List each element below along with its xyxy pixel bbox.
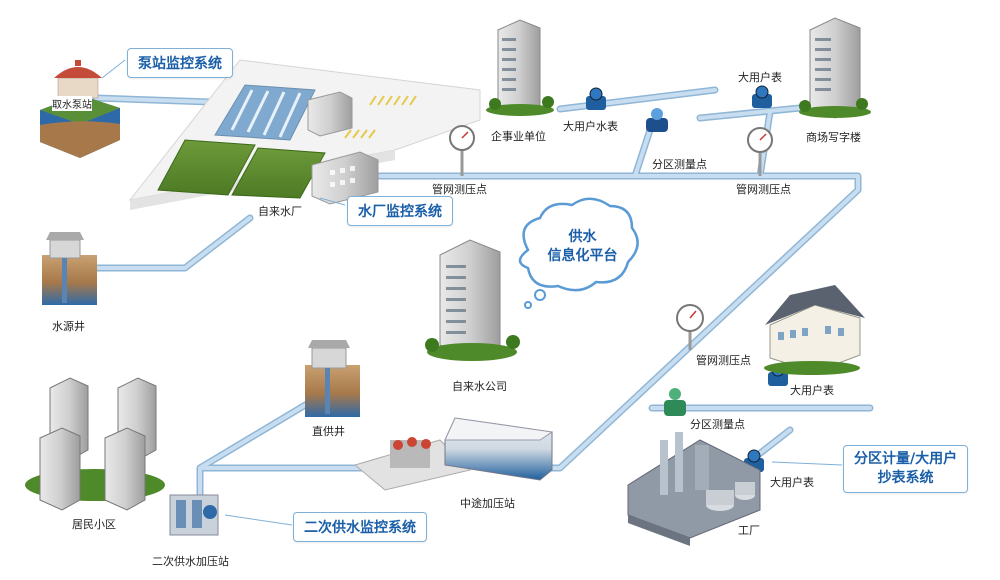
zone-metering-callout-line1: 分区计量/大用户	[854, 451, 958, 467]
source-well	[42, 232, 97, 305]
secondary-pump-station	[169, 494, 219, 536]
water-company-building	[425, 239, 520, 361]
enterprise-building	[486, 19, 554, 116]
callout-connectors	[101, 59, 843, 526]
booster-station	[353, 417, 554, 491]
source-well-label: 水源井	[52, 320, 85, 333]
villa-building	[764, 285, 865, 375]
big-user-meter-top-right-label: 大用户表	[738, 71, 782, 84]
residential-label: 居民小区	[72, 518, 116, 531]
pressure-point-1-label: 管网测压点	[432, 183, 487, 196]
meter-zone-bottom	[664, 388, 686, 416]
pump-station-callout: 泵站监控系统	[127, 48, 233, 78]
zone-point-bottom-label: 分区测量点	[690, 418, 745, 431]
water-plant-callout: 水厂监控系统	[347, 196, 453, 226]
factory	[627, 432, 761, 546]
intake-pump-station	[40, 60, 120, 158]
residential-area	[25, 377, 165, 511]
meter-big-user-top-right	[752, 85, 772, 108]
pressure-point-2-label: 管网测压点	[736, 183, 791, 196]
platform-title-line1: 供水	[568, 229, 597, 245]
meter-zone-top	[646, 108, 668, 132]
pressure-gauge-3	[676, 304, 704, 350]
commercial-building-label: 商场写字楼	[806, 131, 861, 144]
big-user-meter-factory-label: 大用户表	[770, 476, 814, 489]
big-meter-top-label: 大用户水表	[563, 120, 618, 133]
platform-title-line2: 信息化平台	[547, 248, 618, 264]
direct-well	[305, 340, 360, 417]
pressure-gauge-2	[747, 127, 773, 176]
direct-well-label: 直供井	[312, 425, 345, 438]
water-plant	[128, 59, 481, 210]
zone-point-top-label: 分区测量点	[652, 158, 707, 171]
secondary-supply-callout: 二次供水监控系统	[293, 512, 427, 542]
enterprise-label: 企事业单位	[491, 130, 546, 143]
water-plant-label: 自来水厂	[258, 205, 302, 218]
factory-label: 工厂	[738, 524, 760, 537]
meter-big-user-top	[586, 87, 606, 110]
zone-metering-callout: 分区计量/大用户 抄表系统	[843, 445, 969, 493]
platform-cloud	[518, 197, 639, 309]
secondary-station-label: 二次供水加压站	[152, 555, 229, 568]
pressure-point-3-label: 管网测压点	[696, 354, 751, 367]
commercial-building	[799, 17, 871, 119]
platform-title: 供水 信息化平台	[535, 228, 630, 266]
pressure-gauge-1	[449, 125, 475, 176]
zone-metering-callout-line2: 抄表系统	[877, 470, 934, 486]
big-user-meter-right-label: 大用户表	[790, 384, 834, 397]
water-company-label: 自来水公司	[452, 380, 507, 393]
intake-pump-label: 取水泵站	[52, 96, 92, 111]
booster-station-label: 中途加压站	[460, 497, 515, 510]
